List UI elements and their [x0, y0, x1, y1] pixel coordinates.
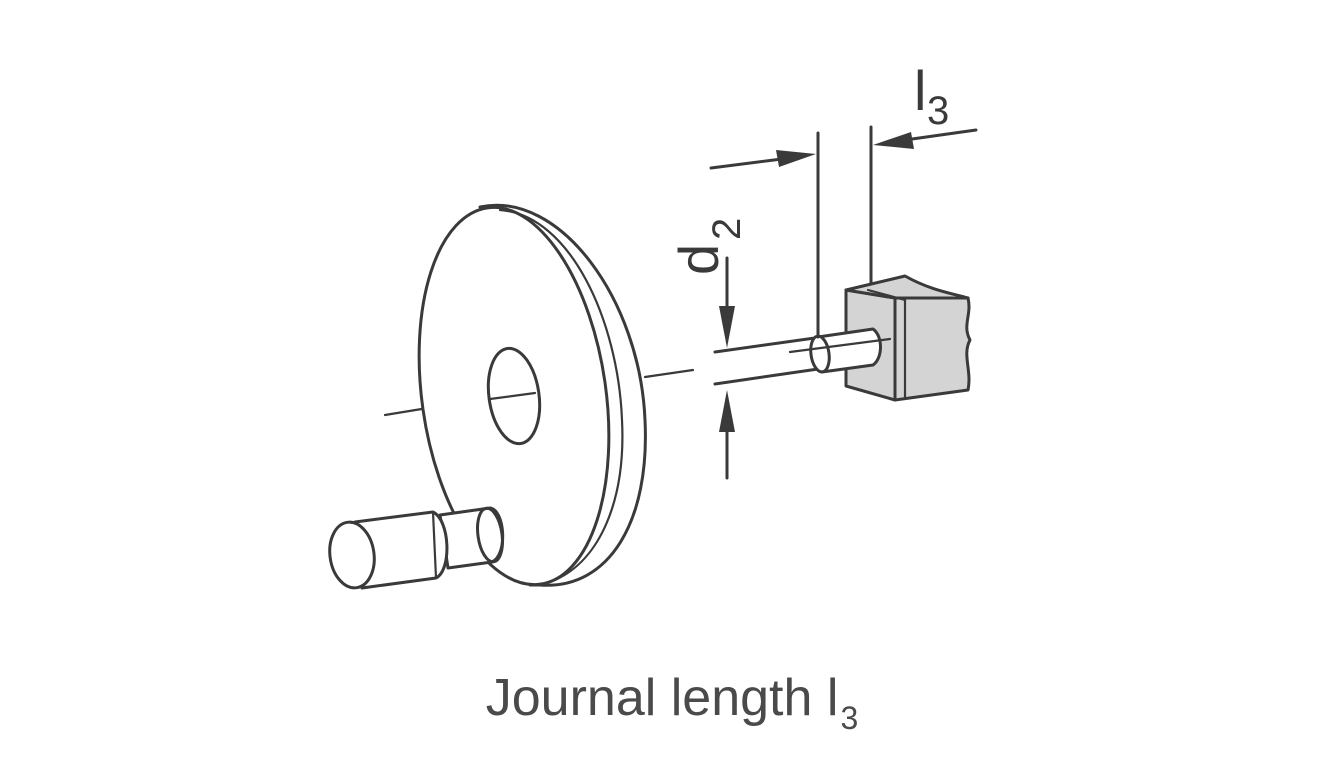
d2-top-arrowhead: [719, 306, 735, 348]
handwheel: [417, 203, 647, 587]
l3-dimension: l 3: [709, 59, 978, 339]
figure-caption: Journal length l3: [0, 668, 1344, 737]
square-block: [844, 274, 972, 402]
d2-bottom-arrowhead: [719, 390, 735, 432]
d2-dimension: d 2: [667, 218, 749, 480]
d2-bottom-extension: [713, 366, 827, 386]
l3-label-subscript: 3: [927, 89, 949, 133]
handle: [328, 506, 505, 590]
shaft: [713, 335, 827, 386]
d2-top-extension: [713, 335, 824, 354]
caption-text: Journal length l: [485, 669, 839, 727]
l3-label: l: [914, 59, 926, 122]
l3-right-arrowhead: [873, 132, 914, 149]
caption-subscript: 3: [840, 700, 859, 736]
axis-through-hole: [488, 391, 537, 401]
pin-center-line: [788, 337, 892, 354]
l3-left-arrowhead: [776, 150, 816, 167]
d2-label-subscript: 2: [705, 218, 749, 240]
journal-pin: [788, 327, 892, 374]
axis-gap-line: [643, 368, 695, 379]
d2-label: d: [667, 244, 730, 275]
